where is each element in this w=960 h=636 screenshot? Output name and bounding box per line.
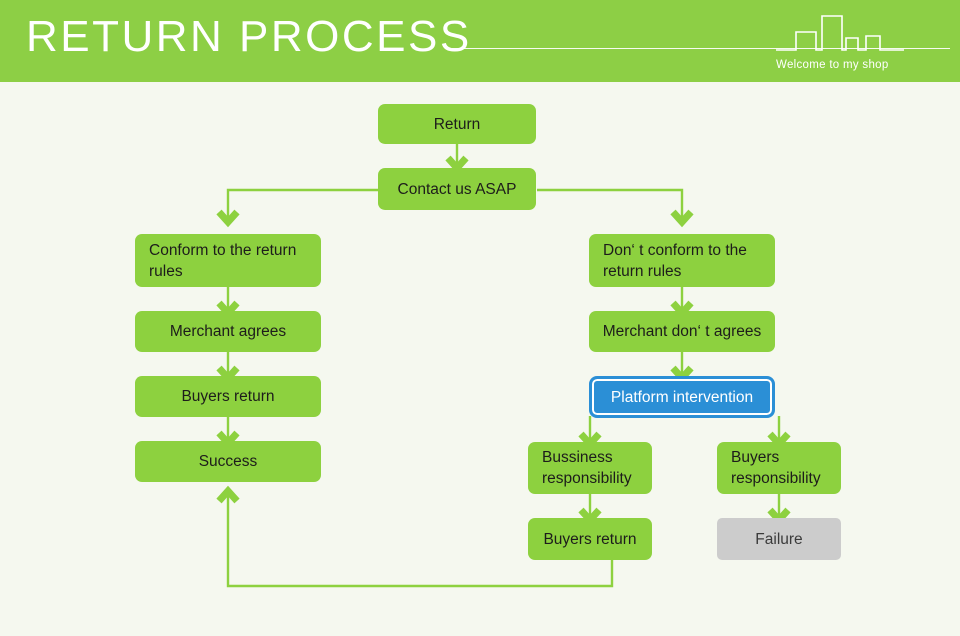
flow-node-label: Failure (755, 530, 803, 548)
flow-node-label: Platform intervention (610, 388, 754, 406)
flow-node-buyers-return-right[interactable]: Buyers return (528, 518, 652, 560)
flow-node-label: Don‘ t conform to the return rules (603, 241, 747, 280)
flow-node-buyers-responsibility[interactable]: Buyers responsibility (717, 442, 841, 494)
flow-node-label: Buyers return (181, 388, 275, 405)
flow-node-label: Bussiness responsibility (542, 449, 632, 487)
flow-node-merchant-dont-agrees[interactable]: Merchant don‘ t agrees (589, 311, 775, 352)
flow-node-label: Merchant don‘ t agrees (602, 323, 762, 340)
flow-node-label: Conform to the return rules (149, 241, 297, 280)
flow-node-label: Buyers responsibility (731, 449, 821, 487)
flow-node-business-responsibility[interactable]: Bussiness responsibility (528, 442, 652, 494)
flow-node-buyers-return-left[interactable]: Buyers return (135, 376, 321, 417)
page-header: RETURN PROCESS Welcome to my shop (0, 0, 960, 82)
flow-node-label: Merchant agrees (169, 323, 287, 340)
flow-node-return[interactable]: Return (378, 104, 536, 144)
flow-node-platform-intervention[interactable]: Platform intervention (589, 376, 775, 418)
flow-node-label: Return (433, 115, 481, 133)
flow-node-failure[interactable]: Failure (717, 518, 841, 560)
city-skyline-icon (776, 15, 904, 51)
flow-node-conform-to-return-rules[interactable]: Conform to the return rules (135, 234, 321, 287)
page-title: RETURN PROCESS (26, 12, 472, 61)
flow-node-success[interactable]: Success (135, 441, 321, 482)
flow-node-contact-us-asap[interactable]: Contact us ASAP (378, 168, 536, 210)
flow-node-dont-conform-to-return-rules[interactable]: Don‘ t conform to the return rules (589, 234, 775, 287)
header-divider-line (452, 48, 950, 49)
flow-node-merchant-agrees[interactable]: Merchant agrees (135, 311, 321, 352)
flowchart-canvas: Return Contact us ASAP Conform to the re… (0, 82, 960, 636)
header-tagline: Welcome to my shop (776, 59, 889, 71)
flow-node-label: Contact us ASAP (397, 180, 517, 198)
flow-node-label: Success (198, 453, 258, 470)
flow-node-label: Buyers return (543, 530, 637, 548)
